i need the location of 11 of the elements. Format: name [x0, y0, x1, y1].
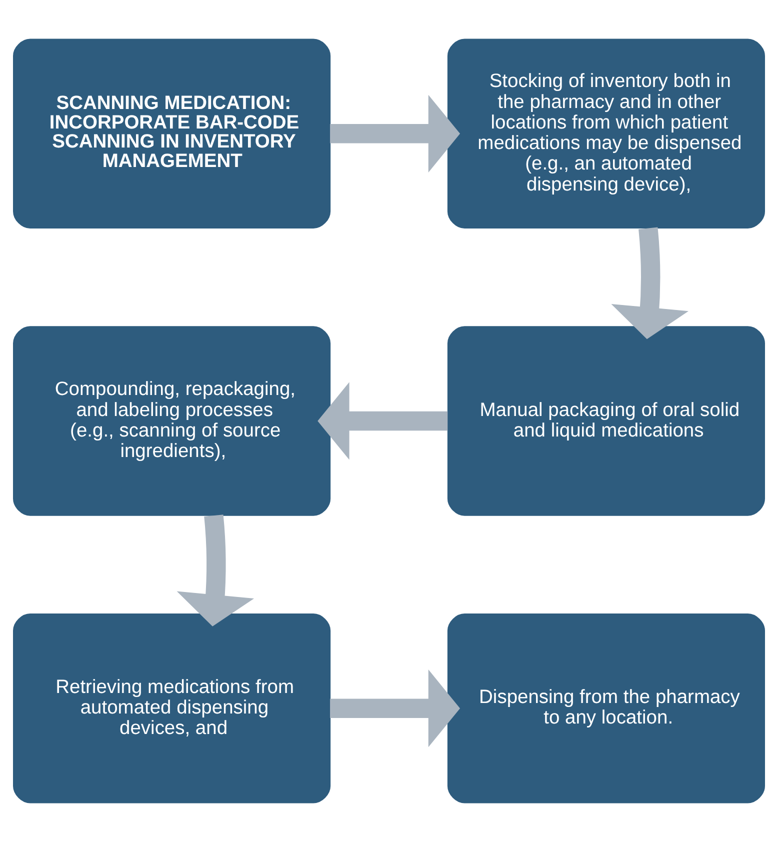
node-box: SCANNING MEDICATION: INCORPORATE BAR-CODE SCANNING IN INVENTORY MANAGEMENT — [13, 38, 331, 229]
node-box: Stocking of inventory both in the pharmacy and in other locations from which patient medications may be dispensed (e.g., an automated dispensing device), — [447, 38, 765, 229]
node-box: Dispensing from the pharmacy to any location. — [447, 613, 765, 804]
arrow — [176, 514, 254, 626]
node-box: Retrieving medications from automated dispensing devices, and — [13, 613, 331, 804]
node-box: Manual packaging of oral solid and liquid medications — [447, 326, 765, 516]
node-box: Compounding, repackaging, and labeling processes (e.g., scanning of source ingredients), — [13, 326, 331, 516]
arrow — [318, 382, 448, 460]
arrow — [330, 94, 460, 172]
arrow — [330, 670, 460, 748]
arrow — [611, 227, 688, 340]
